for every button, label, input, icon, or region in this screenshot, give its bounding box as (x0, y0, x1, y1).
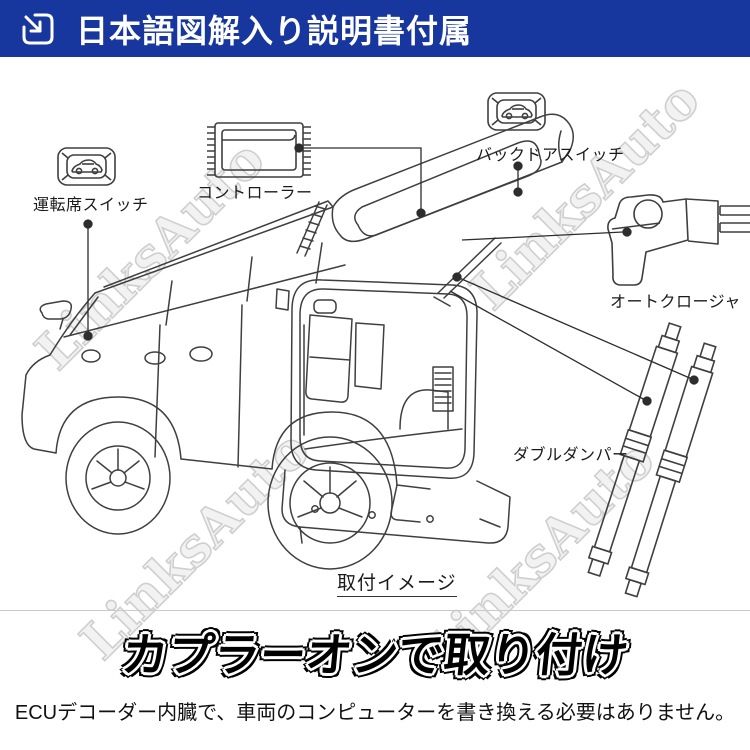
auto-closer-drawing (607, 194, 750, 286)
driver-switch-icon (57, 147, 116, 186)
label-double-damper: ダブルダンパー (513, 447, 629, 464)
header-title: 日本語図解入り説明書付属 (76, 12, 473, 49)
callout-lines (83, 143, 699, 406)
backdoor-switch-icon (487, 92, 546, 131)
diagram-caption: 取付イメージ (337, 568, 457, 597)
label-backdoor-switch: バックドアスイッチ (476, 147, 625, 164)
damper-left (587, 322, 682, 578)
label-driver-switch: 運転席スイッチ (33, 197, 149, 214)
installation-diagram (21, 92, 750, 598)
footer-headline: カプラーオンで取り付け (119, 629, 631, 681)
header-banner: 日本語図解入り説明書付属 (0, 0, 750, 57)
label-auto-closer: オートクロージャ (610, 294, 741, 311)
damper-right (624, 342, 717, 598)
car-line-art (21, 113, 574, 570)
label-controller: コントローラー (197, 185, 313, 202)
import-arrow-icon (22, 13, 54, 44)
section-divider (0, 610, 750, 611)
footer-description: ECUデコーダー内臓で、車両のコンピューターを書き換える必要はありません。 (14, 702, 736, 724)
